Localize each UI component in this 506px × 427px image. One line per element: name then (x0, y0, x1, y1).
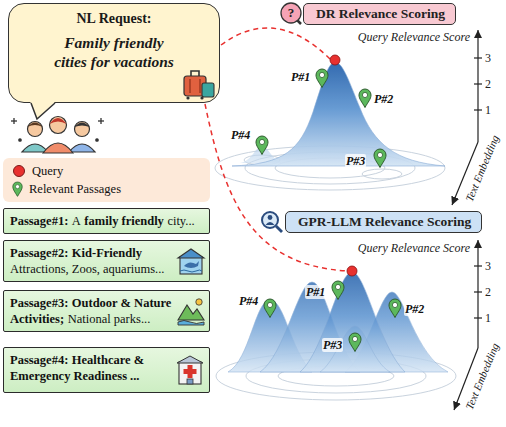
node-text: Passage#4: (10, 353, 68, 367)
axis-title: Query Relevance Score (358, 30, 470, 44)
dr-surface (232, 62, 445, 166)
query-dot (347, 266, 357, 276)
icon-symbol: ? (288, 6, 295, 20)
node-text: Kid-Friendly (72, 246, 142, 260)
passage-label: P#4 (238, 294, 259, 308)
tick-number: 3 (485, 259, 491, 273)
method-banner: GPR-LLM Relevance Scoring (285, 211, 482, 233)
node-text: Passage#3: (10, 296, 68, 310)
legend-text: Relevant Passages (29, 182, 121, 197)
aquarium-icon (177, 246, 205, 276)
tick-number: 3 (485, 51, 491, 65)
axis-title: Text Embedding (463, 341, 502, 411)
passage-box: Passage#4:Healthcare & Emergency Readine… (3, 347, 210, 393)
passage-label: P#3 (322, 338, 343, 352)
legend-row: Query (11, 162, 202, 180)
method-banner: DR Relevance Scoring (303, 3, 456, 25)
legend-row: Relevant Passages (11, 180, 202, 198)
gpr-icon (262, 212, 282, 232)
bubble-text: Family friendly cities for vacations (49, 33, 179, 71)
node-text: Passage#1: (10, 214, 68, 228)
sparkles (11, 118, 104, 141)
suitcase-icon (180, 66, 216, 100)
passage-label: P#2 (373, 92, 394, 106)
hospital-icon (175, 354, 205, 386)
people-icon (22, 117, 95, 154)
bubble-heading: NL Request: (17, 10, 211, 27)
dr-icon (281, 3, 301, 24)
passage-label: P#2 (404, 302, 425, 316)
node-text: DR Relevance Scoring (316, 6, 445, 21)
tick-number: 2 (485, 77, 491, 91)
passage-box: Passage#3:Outdoor & Nature Activities;Na… (3, 290, 210, 332)
passage-label: P#1 (290, 70, 311, 84)
passage-box: Passage#2: Kid-FriendlyAttractions, Zoos,… (3, 240, 210, 282)
axis-title: Text Embedding (463, 133, 502, 203)
tick-number: 1 (485, 103, 491, 117)
axis-title: Query Relevance Score (358, 241, 470, 255)
tick-number: 1 (485, 311, 491, 325)
legend-panel: Query Relevant Passages (3, 158, 210, 202)
legend-text: Query (32, 164, 63, 179)
tick-number: 2 (485, 285, 491, 299)
node-text: GPR-LLM Relevance Scoring (298, 214, 471, 229)
node-text: National parks... (68, 312, 151, 326)
node-text: city... (167, 214, 194, 228)
gpr-surface (228, 272, 448, 372)
passage-label: P#3 (345, 154, 366, 168)
passage-label: P#4 (230, 128, 251, 142)
node-text: Attractions, Zoos, aquariums... (10, 261, 172, 277)
request-bubble: NL Request: Family friendly cities for va… (8, 3, 220, 103)
passage-label: P#1 (305, 285, 326, 299)
legend-pin (12, 181, 23, 197)
legend-swatch (13, 165, 25, 177)
node-text: family friendly (84, 214, 164, 228)
query-leaders (205, 28, 347, 271)
node-text: A (72, 214, 81, 228)
query-dot (330, 55, 340, 65)
node-text: Passage#2: (10, 246, 68, 260)
passage-box: Passage#1: Afamily friendlycity... (3, 208, 210, 234)
bubble-tail (31, 101, 57, 121)
nature-icon (177, 296, 205, 326)
